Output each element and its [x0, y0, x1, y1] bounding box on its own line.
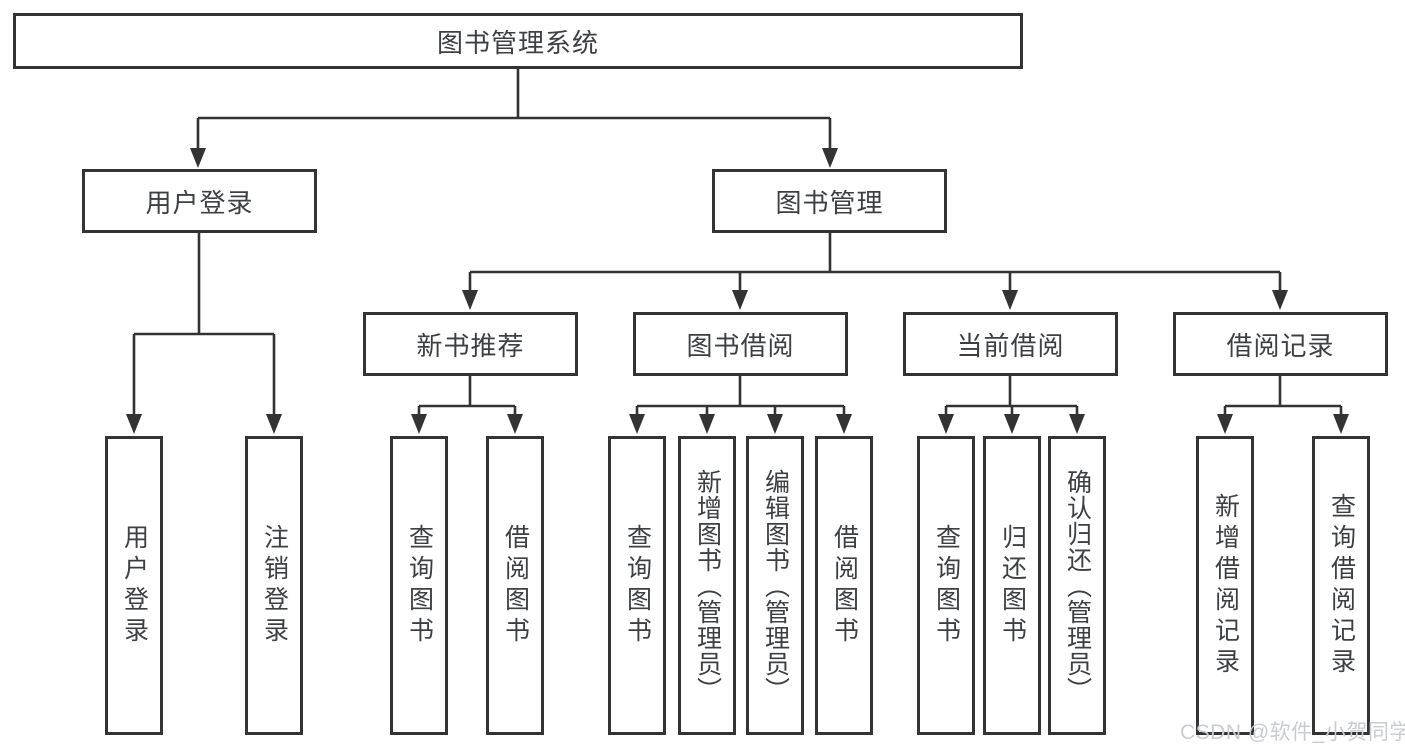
node-label: 归还图书	[998, 523, 1027, 648]
node-label: 查询图书	[932, 523, 961, 648]
node-label: 查询借阅记录	[1327, 492, 1356, 679]
node-library-management-system: 图书管理系统	[13, 13, 1023, 69]
node-label: 借阅图书	[830, 523, 859, 648]
node-label: 编辑图书（管理员）	[761, 468, 790, 703]
leaf-add-borrow-record: 新增借阅记录	[1196, 436, 1254, 735]
leaf-return-books: 归还图书	[983, 436, 1041, 735]
arrowhead-icons	[126, 148, 1349, 434]
node-label: 确认归还（管理员）	[1063, 468, 1092, 703]
node-label: 新增借阅记录	[1211, 492, 1240, 679]
leaf-query-books: 查询图书	[390, 436, 448, 735]
node-new-book-recommendation: 新书推荐	[363, 312, 578, 376]
node-current-borrowing: 当前借阅	[903, 312, 1118, 376]
node-book-borrowing: 图书借阅	[633, 312, 848, 376]
leaf-query-borrow-record: 查询借阅记录	[1312, 436, 1370, 735]
node-label: 新书推荐	[416, 330, 525, 361]
node-borrowing-records: 借阅记录	[1173, 312, 1388, 376]
node-label: 查询图书	[405, 523, 434, 648]
leaf-borrow-books: 借阅图书	[486, 436, 544, 735]
node-label: 借阅图书	[501, 523, 530, 648]
node-label: 图书管理系统	[436, 27, 599, 58]
leaf-confirm-return-admin: 确认归还（管理员）	[1048, 436, 1106, 735]
node-book-management: 图书管理	[712, 169, 947, 233]
leaf-query-books: 查询图书	[608, 436, 666, 735]
leaf-edit-book-admin: 编辑图书（管理员）	[746, 436, 804, 735]
leaf-query-books: 查询图书	[917, 436, 975, 735]
node-label: 图书管理	[775, 187, 884, 218]
leaf-borrow-books: 借阅图书	[815, 436, 873, 735]
node-label: 新增图书（管理员）	[693, 468, 722, 703]
node-label: 用户登录	[120, 523, 149, 648]
node-label: 用户登录	[145, 187, 254, 218]
node-label: 借阅记录	[1226, 330, 1335, 361]
leaf-user-login: 用户登录	[105, 436, 163, 735]
leaf-logout: 注销登录	[245, 436, 303, 735]
node-label: 注销登录	[260, 523, 289, 648]
node-user-login: 用户登录	[82, 169, 317, 233]
node-label: 查询图书	[623, 523, 652, 648]
leaf-add-book-admin: 新增图书（管理员）	[678, 436, 736, 735]
node-label: 当前借阅	[956, 330, 1065, 361]
node-label: 图书借阅	[686, 330, 795, 361]
csdn-watermark: CSDN @软件_小贺同学	[1180, 721, 1405, 744]
